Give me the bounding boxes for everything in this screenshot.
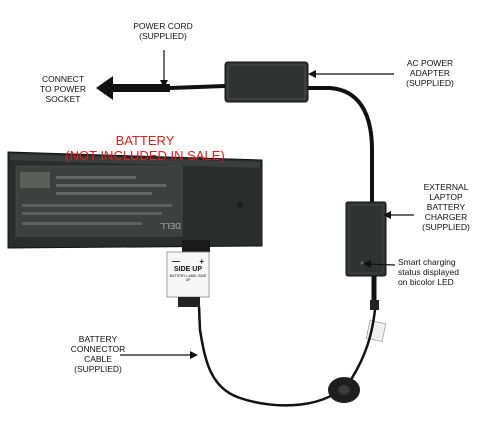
battery-title: BATTERY (NOT INCLUDED IN SALE) [65, 133, 225, 163]
side-up-label: SIDE UP [173, 266, 202, 273]
power-cord-label: POWER CORD (SUPPLIED) [133, 21, 193, 41]
side-up-connector [166, 251, 210, 298]
ac-adapter [224, 61, 309, 103]
connect-label: CONNECT TO POWER SOCKET [39, 74, 87, 104]
dc-cable [308, 86, 374, 202]
connector-cable-label: BATTERY CONNECTOR CABLE (SUPPLIED) [70, 334, 126, 374]
battery-contacts [182, 240, 210, 252]
minus-sign: — [172, 257, 180, 266]
side-up-small: BATTERY LABEL SIDE UP [169, 274, 207, 282]
side-up-text: — + SIDE UP BATTERY LABEL SIDE UP [167, 257, 209, 283]
battery-brand: DELL [160, 221, 181, 230]
plus-sign: + [199, 257, 204, 266]
external-charger-label: EXTERNAL LAPTOP BATTERY CHARGER (SUPPLIE… [422, 182, 470, 232]
status-label: Smart charging status displayed on bicol… [398, 257, 459, 287]
connector-cable [197, 305, 377, 407]
status-led [360, 261, 364, 265]
power-cord-left [169, 84, 226, 90]
plug-arrow [96, 76, 170, 100]
external-charger [345, 201, 387, 277]
ac-adapter-label: AC POWER ADAPTER (SUPPLIED) [406, 58, 454, 88]
